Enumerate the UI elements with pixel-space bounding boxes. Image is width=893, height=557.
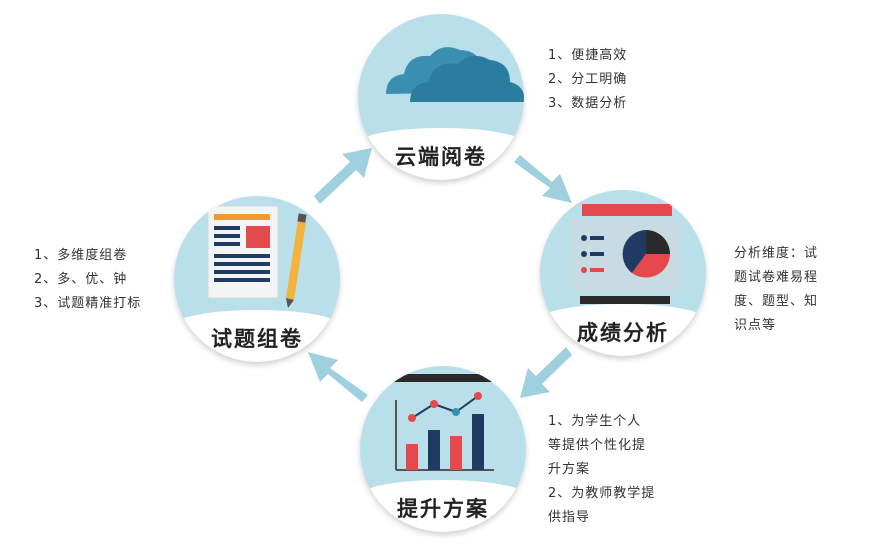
improvement-plan-label: 提升方案	[397, 497, 489, 521]
arrow-cloud-to-analysis	[514, 155, 572, 203]
cloud-grading-band: 云端阅卷	[358, 128, 524, 180]
score-analysis-circle: 成绩分析	[540, 190, 706, 356]
note-paper-assembly: 1、多维度组卷 2、多、优、钟 3、试题精准打标	[34, 244, 141, 316]
arrow-plan-to-paper	[308, 352, 368, 402]
note-line: 2、多、优、钟	[34, 272, 128, 287]
note-line: 3、数据分析	[548, 96, 628, 111]
note-line: 1、为学生个人	[548, 414, 642, 429]
cloud-grading-label: 云端阅卷	[395, 145, 487, 169]
score-analysis-label: 成绩分析	[577, 321, 669, 345]
node-score-analysis: 成绩分析	[540, 190, 706, 356]
cloud-grading-circle: 云端阅卷	[358, 14, 524, 180]
pie-chart-icon	[570, 204, 680, 304]
bar-chart-icon	[390, 374, 496, 471]
paper-assembly-circle: 试题组卷	[174, 196, 340, 362]
note-line: 分析维度：试	[734, 246, 819, 261]
node-cloud-grading: 云端阅卷	[358, 14, 524, 180]
node-improvement-plan: 提升方案	[360, 366, 526, 532]
note-line: 3、试题精准打标	[34, 296, 142, 311]
note-line: 升方案	[548, 462, 591, 477]
note-line: 供指导	[548, 510, 591, 525]
cloud-icon	[386, 47, 524, 102]
note-line: 1、多维度组卷	[34, 248, 128, 263]
note-line: 等提供个性化提	[548, 438, 647, 453]
note-line: 2、为教师教学提	[548, 486, 656, 501]
note-line: 1、便捷高效	[548, 48, 628, 63]
improvement-plan-band: 提升方案	[360, 480, 526, 532]
improvement-plan-circle: 提升方案	[360, 366, 526, 532]
score-analysis-band: 成绩分析	[540, 304, 706, 356]
note-line: 题试卷难易程	[734, 270, 819, 285]
arrow-paper-to-cloud	[314, 148, 372, 204]
note-line: 识点等	[734, 318, 777, 333]
paper-assembly-label: 试题组卷	[211, 327, 303, 351]
arrow-analysis-to-plan	[520, 347, 572, 398]
note-score-analysis: 分析维度：试 题试卷难易程 度、题型、知 识点等	[734, 242, 818, 338]
note-line: 2、分工明确	[548, 72, 628, 87]
note-cloud-grading: 1、便捷高效 2、分工明确 3、数据分析	[548, 44, 627, 116]
note-line: 度、题型、知	[734, 294, 819, 309]
document-pencil-icon	[207, 205, 307, 308]
paper-assembly-band: 试题组卷	[174, 310, 340, 362]
note-improvement-plan: 1、为学生个人 等提供个性化提 升方案 2、为教师教学提 供指导	[548, 410, 655, 530]
node-paper-assembly: 试题组卷	[174, 196, 340, 362]
